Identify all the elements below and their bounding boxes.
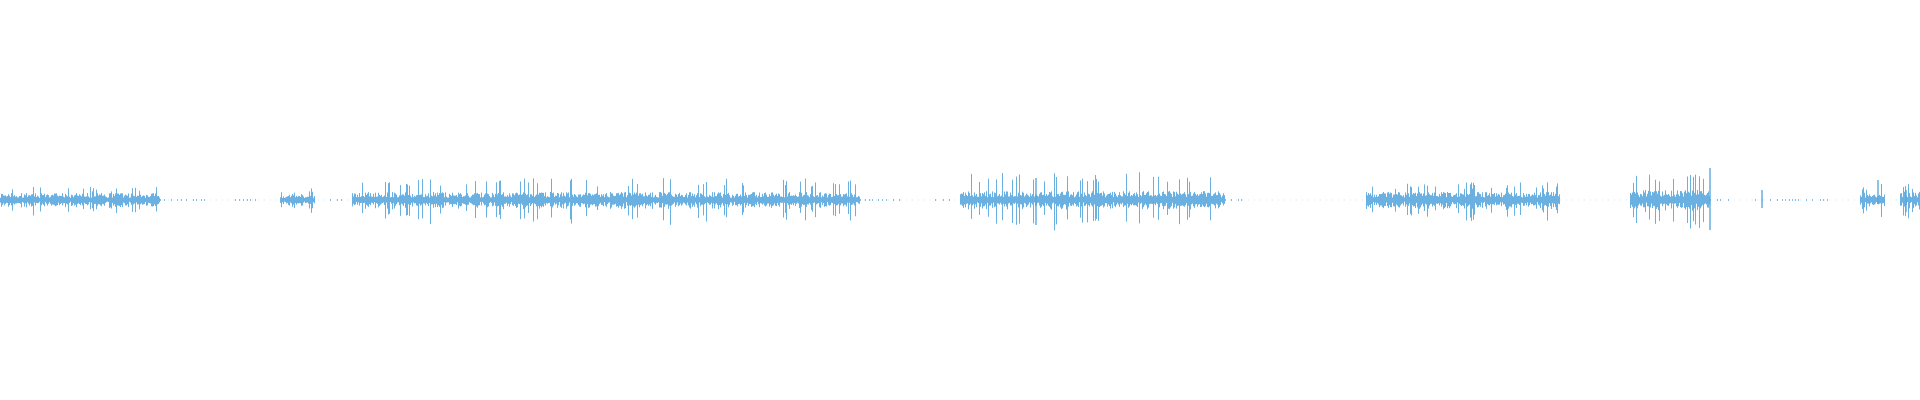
waveform-peaks xyxy=(0,168,1920,231)
